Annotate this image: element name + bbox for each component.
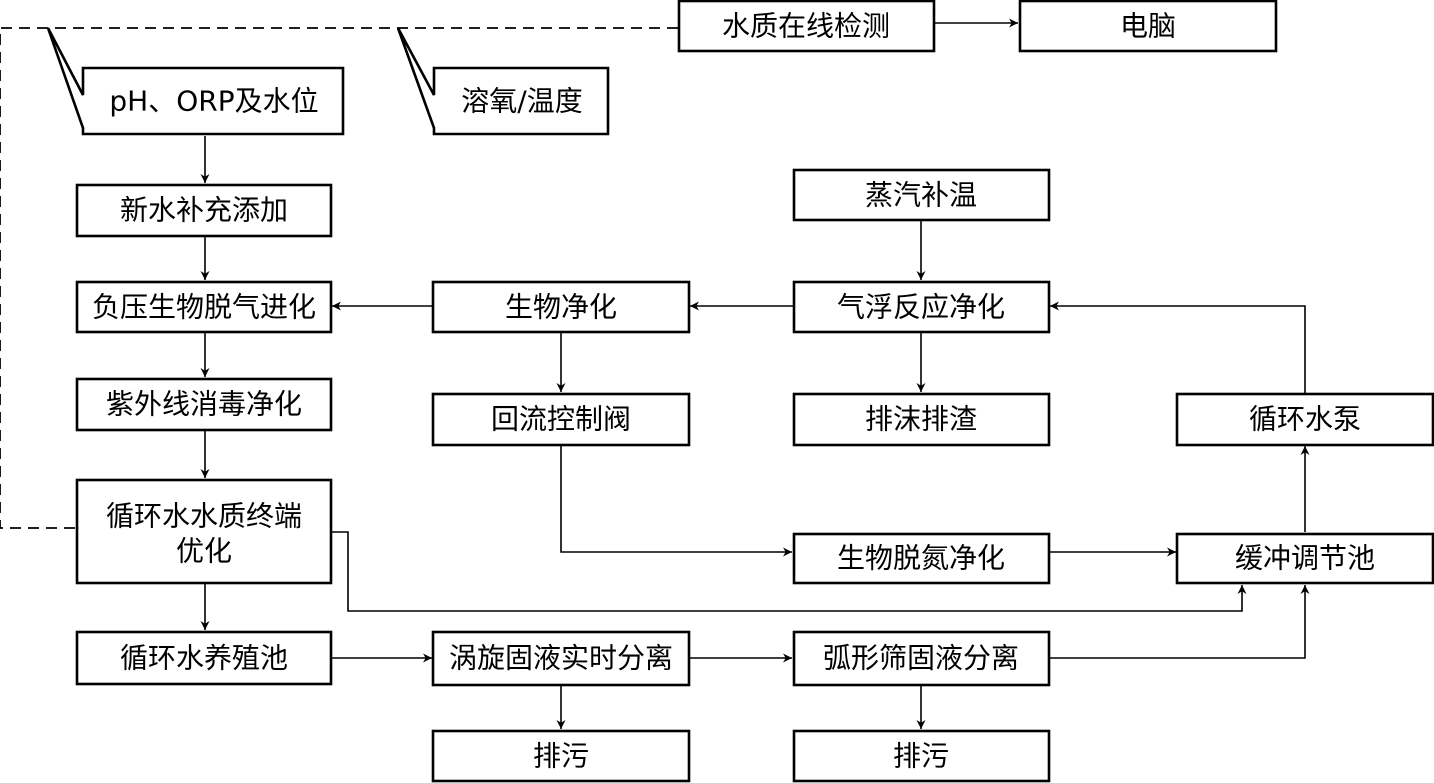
label-terminal-optimization-line2: 优化	[176, 535, 232, 568]
box-reflux-valve: 回流控制阀	[431, 392, 691, 447]
connectors	[200, 18, 1310, 729]
box-bio-denitrification: 生物脱氮净化	[792, 532, 1051, 585]
box-computer: 电脑	[1018, 0, 1278, 53]
box-uv-disinfection: 紫外线消毒净化	[75, 377, 333, 432]
label-buffer-tank: 缓冲调节池	[1235, 542, 1375, 575]
box-arc-screen: 弧形筛固液分离	[792, 630, 1051, 687]
box-water-quality-monitor: 水质在线检测	[677, 0, 936, 53]
box-fresh-water: 新水补充添加	[75, 183, 333, 238]
sensor-callout-do-temperature: 溶氧/温度	[396, 27, 610, 136]
box-flotation: 气浮反应净化	[792, 280, 1051, 334]
label-foam-slag: 排沫排渣	[865, 403, 977, 436]
sensor-label-ph-orp-level: pH、ORP及水位	[109, 85, 318, 118]
label-terminal-optimization-line1: 循环水水质终端	[106, 500, 302, 533]
box-circulating-pump: 循环水泵	[1175, 392, 1434, 447]
box-aquaculture-tank: 循环水养殖池	[75, 630, 333, 686]
box-vortex-separation: 涡旋固液实时分离	[431, 630, 691, 687]
arrow-arc-to-buffer	[1049, 585, 1310, 659]
monitoring-dashed-line	[0, 27, 678, 529]
box-buffer-tank: 缓冲调节池	[1175, 532, 1434, 585]
sensor-label-do-temperature: 溶氧/温度	[461, 85, 582, 118]
label-bio-denitrification: 生物脱氮净化	[837, 542, 1005, 575]
label-drain-1: 排污	[533, 740, 589, 773]
box-bio-purification: 生物净化	[431, 280, 691, 334]
label-uv-disinfection: 紫外线消毒净化	[106, 388, 302, 421]
sensor-callout-ph-orp-level: pH、ORP及水位	[46, 27, 345, 136]
box-drain-1: 排污	[431, 729, 691, 783]
label-steam-heating: 蒸汽补温	[865, 179, 977, 212]
label-drain-2: 排污	[893, 740, 949, 773]
label-reflux-valve: 回流控制阀	[491, 403, 631, 436]
box-steam-heating: 蒸汽补温	[792, 168, 1051, 222]
box-negative-pressure: 负压生物脱气进化	[75, 280, 333, 334]
label-aquaculture-tank: 循环水养殖池	[120, 642, 288, 675]
label-fresh-water: 新水补充添加	[120, 194, 288, 227]
box-foam-slag: 排沫排渣	[792, 392, 1051, 447]
label-vortex-separation: 涡旋固液实时分离	[449, 642, 673, 675]
label-computer: 电脑	[1120, 10, 1176, 43]
label-circulating-pump: 循环水泵	[1249, 403, 1361, 436]
label-negative-pressure: 负压生物脱气进化	[92, 291, 316, 324]
label-water-quality-monitor: 水质在线检测	[722, 10, 890, 43]
box-terminal-optimization: 循环水水质终端 优化	[75, 478, 333, 585]
label-arc-screen: 弧形筛固液分离	[823, 642, 1019, 675]
box-drain-2: 排污	[792, 729, 1051, 783]
label-bio-purification: 生物净化	[505, 291, 617, 324]
label-flotation: 气浮反应净化	[837, 291, 1005, 324]
arrow-valve-to-denitrification	[560, 445, 792, 557]
arrow-pump-to-flotation	[1050, 301, 1306, 393]
arrow-terminal-to-buffer	[331, 531, 1247, 612]
